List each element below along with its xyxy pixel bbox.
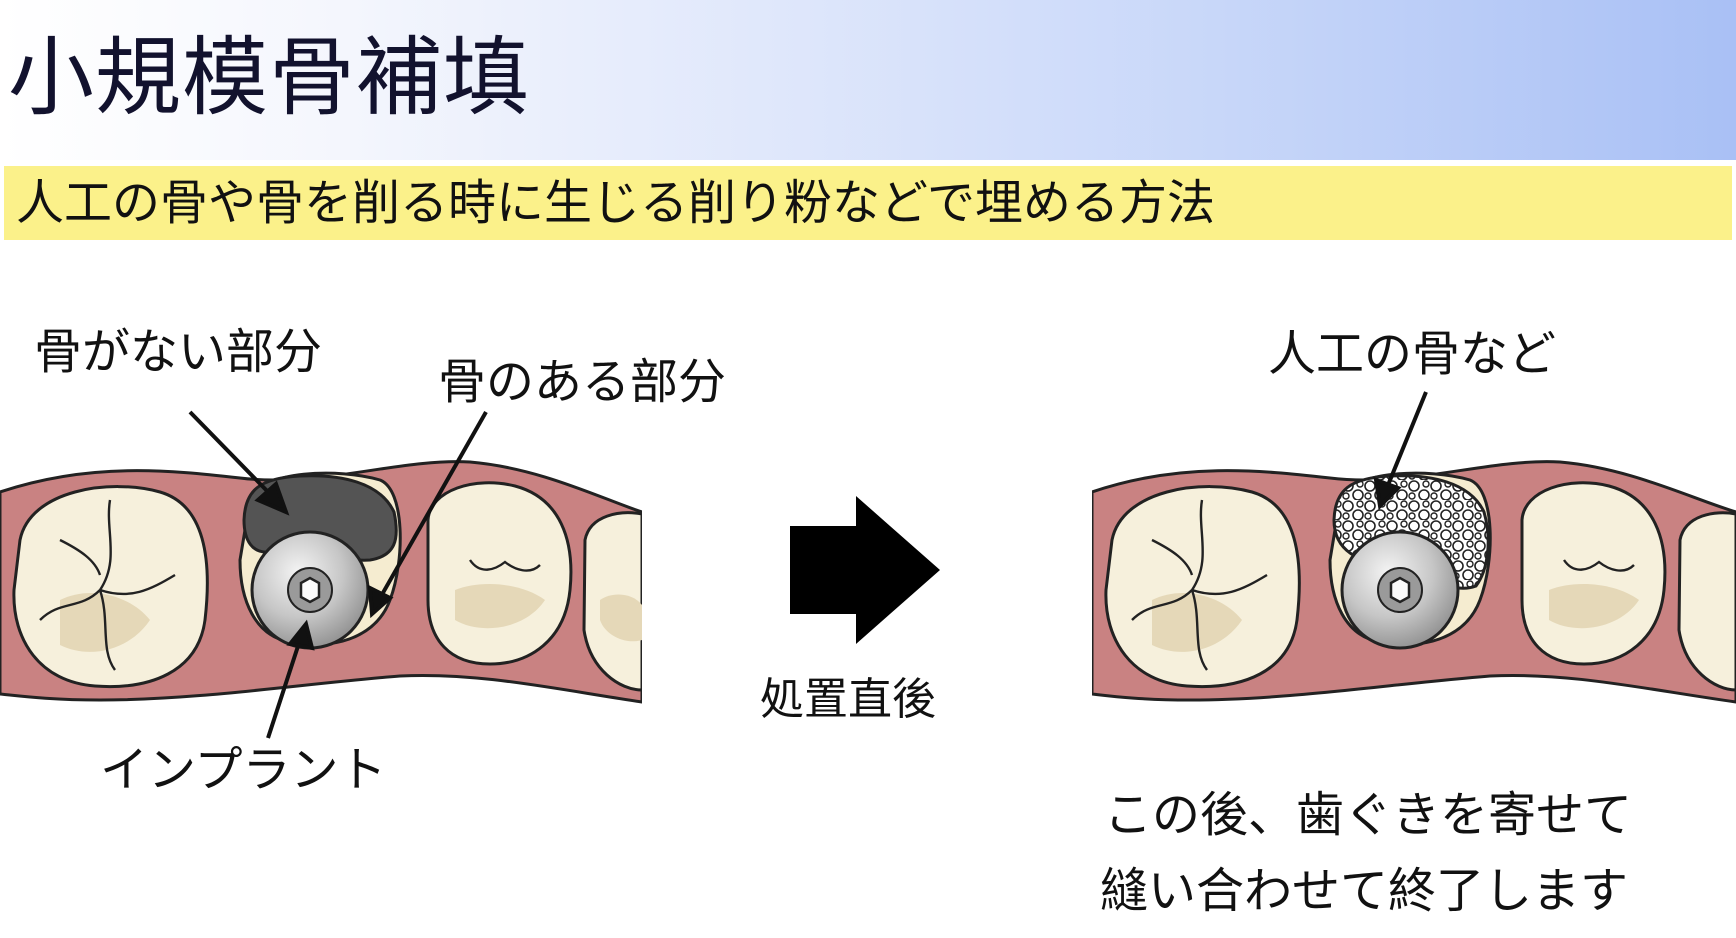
hex-socket-icon [1389,576,1411,604]
label-graft: 人工の骨など [1268,326,1557,382]
before-pointers [188,410,488,739]
after-diagram [1092,460,1736,704]
pointer-graft [1384,391,1428,491]
label-bone: 骨のある部分 [438,354,727,410]
arrowhead-implant [286,619,315,651]
arrowhead-graft [1373,476,1402,511]
note-line-2: 縫い合わせて終了します [1100,863,1629,919]
arrowhead-no-bone [254,480,290,516]
pointer-bone [378,411,488,599]
before-diagram [0,460,642,704]
premolar-tooth [1520,481,1667,666]
canine-tooth [582,511,642,692]
implant-site [238,471,402,650]
molar-tooth [12,485,209,689]
pointer-no-bone [188,410,274,498]
page-title: 小規模骨補填 [8,28,530,128]
subtitle-banner: 人工の骨や骨を削る時に生じる削り粉などで埋める方法 [4,166,1732,240]
page-subtitle: 人工の骨や骨を削る時に生じる削り粉などで埋める方法 [16,175,1216,231]
premolar-tooth [426,481,573,666]
note-line-1: この後、歯ぐきを寄せて [1104,787,1633,843]
label-no-bone: 骨がない部分 [34,324,323,380]
molar-tooth [1104,485,1301,689]
arrow-caption: 処置直後 [760,674,936,725]
pointer-implant [266,639,302,739]
after-pointers [1373,391,1428,511]
label-implant: インプラント [100,742,387,798]
hex-socket-icon [299,576,321,604]
implant-site [1328,471,1492,650]
right-arrow-icon [790,496,940,644]
title-banner: 小規模骨補填 [0,0,1736,160]
arrowhead-bone [367,584,394,619]
